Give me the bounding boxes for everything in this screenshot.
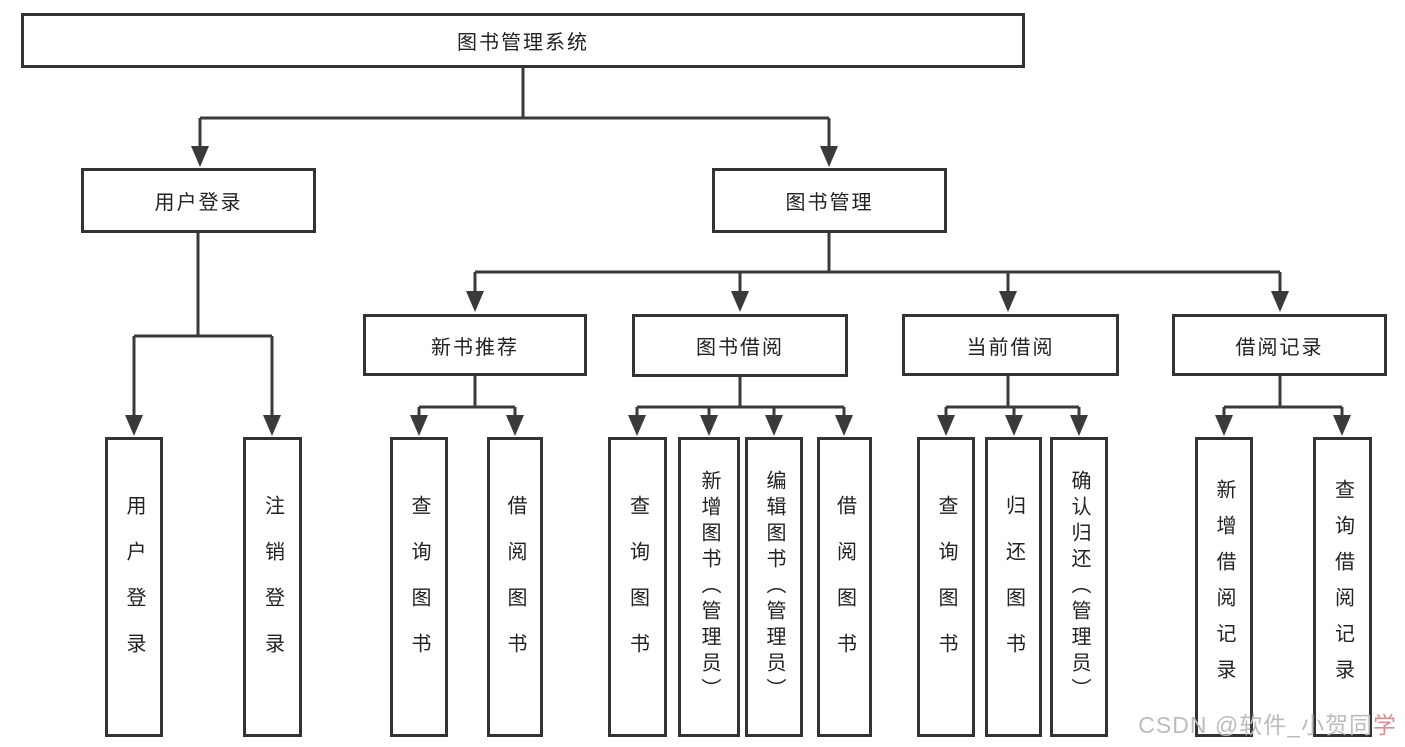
node-borrow-records: 借阅记录 xyxy=(1172,314,1387,376)
watermark-text: CSDN @软件_小贺同 xyxy=(1138,712,1373,738)
leaf-edit-book-admin-label: 编辑图书（管理员） xyxy=(763,470,785,704)
node-new-book-recommend: 新书推荐 xyxy=(363,314,587,376)
leaf-borrow-book-1-label: 借阅图书 xyxy=(504,495,526,679)
node-root: 图书管理系统 xyxy=(21,13,1025,68)
leaf-logout-label: 注销登录 xyxy=(261,495,284,679)
node-book-management: 图书管理 xyxy=(712,168,947,233)
node-book-borrow-label: 图书借阅 xyxy=(696,337,784,359)
node-borrow-records-label: 借阅记录 xyxy=(1235,336,1324,359)
watermark: CSDN @软件_小贺同学 xyxy=(1138,706,1397,740)
leaf-query-book-1: 查询图书 xyxy=(390,437,448,737)
leaf-confirm-return-admin: 确认归还（管理员） xyxy=(1050,437,1108,737)
leaf-query-borrow-record-label: 查询借阅记录 xyxy=(1331,479,1354,695)
node-current-borrow: 当前借阅 xyxy=(902,314,1119,376)
leaf-confirm-return-admin-label: 确认归还（管理员） xyxy=(1068,470,1090,704)
leaf-query-book-2-label: 查询图书 xyxy=(626,495,649,679)
leaf-add-borrow-record-label: 新增借阅记录 xyxy=(1213,479,1235,695)
leaf-return-book: 归还图书 xyxy=(985,437,1042,737)
node-current-borrow-label: 当前借阅 xyxy=(966,336,1055,359)
leaf-add-borrow-record: 新增借阅记录 xyxy=(1195,437,1253,737)
leaf-user-login: 用户登录 xyxy=(105,437,163,737)
leaf-borrow-book-2-label: 借阅图书 xyxy=(833,495,856,679)
leaf-query-book-3: 查询图书 xyxy=(917,437,975,737)
watermark-text-accent: 学 xyxy=(1373,712,1397,738)
leaf-query-borrow-record: 查询借阅记录 xyxy=(1313,437,1372,737)
leaf-add-book-admin-label: 新增图书（管理员） xyxy=(698,470,720,704)
leaf-query-book-2: 查询图书 xyxy=(608,437,667,737)
node-book-management-label: 图书管理 xyxy=(785,192,874,214)
leaf-borrow-book-2: 借阅图书 xyxy=(817,437,872,737)
node-root-label: 图书管理系统 xyxy=(457,32,589,54)
leaf-user-login-label: 用户登录 xyxy=(123,495,145,679)
node-book-borrow: 图书借阅 xyxy=(632,314,848,377)
node-new-book-recommend-label: 新书推荐 xyxy=(431,336,519,359)
leaf-edit-book-admin: 编辑图书（管理员） xyxy=(745,437,803,737)
leaf-return-book-label: 归还图书 xyxy=(1002,495,1025,679)
leaf-query-book-3-label: 查询图书 xyxy=(935,495,957,679)
leaf-logout: 注销登录 xyxy=(243,437,302,737)
leaf-add-book-admin: 新增图书（管理员） xyxy=(678,437,740,737)
leaf-query-book-1-label: 查询图书 xyxy=(408,495,430,679)
node-user-login: 用户登录 xyxy=(81,168,316,233)
node-user-login-label: 用户登录 xyxy=(154,192,243,214)
leaf-borrow-book-1: 借阅图书 xyxy=(487,437,543,737)
